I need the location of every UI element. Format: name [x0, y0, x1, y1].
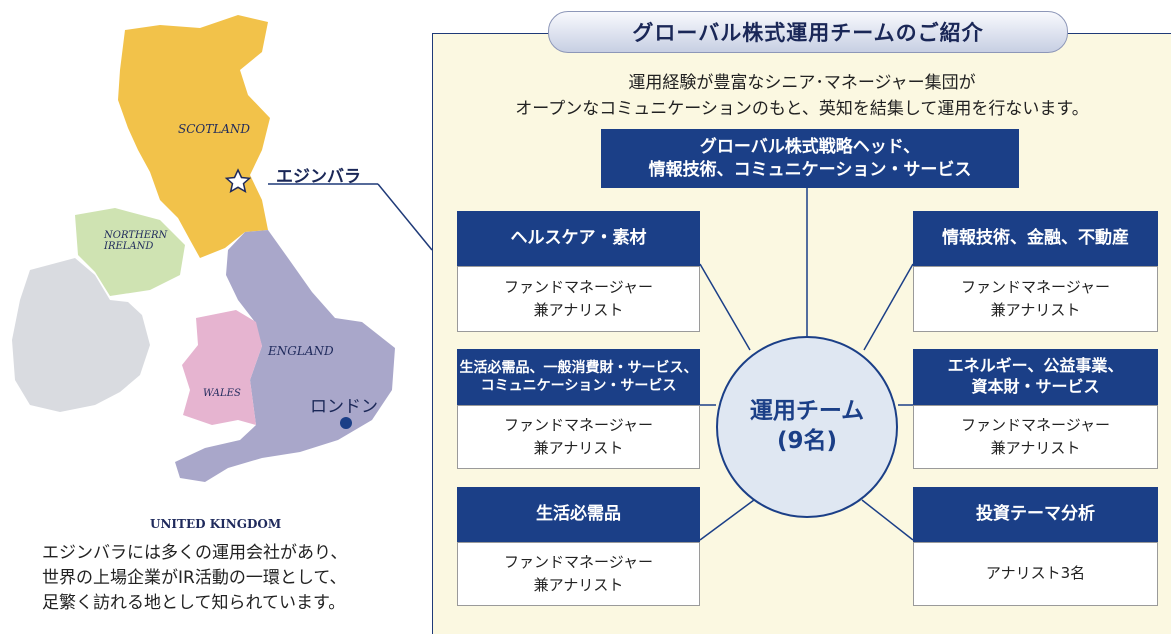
team-mid-right-header: エネルギー、公益事業、 資本財・サービス: [913, 349, 1158, 405]
team-top-right-roles: ファンドマネージャー 兼アナリスト: [913, 266, 1158, 332]
team-mid-left-roles: ファンドマネージャー 兼アナリスト: [457, 405, 700, 469]
intro-line2: オープンなコミュニケーションのもと、英知を結集して運用を行ないます。: [515, 99, 1089, 119]
center-team-count: (9名): [776, 428, 838, 454]
team-mid-right-role1: ファンドマネージャー: [961, 415, 1110, 434]
team-top-left-header: ヘルスケア・素材: [457, 211, 700, 266]
northern-ireland-region: [75, 208, 185, 296]
caption-line2: 世界の上場企業がIR活動の一環として、: [42, 568, 347, 588]
northern-ireland-label-line1: NORTHERN: [104, 230, 168, 241]
intro-line1: 運用経験が豊富なシニア･マネージャー集団が: [628, 73, 976, 93]
caption-line3: 足繁く訪れる地として知られています。: [42, 593, 346, 613]
team-mid-right-roles: ファンドマネージャー 兼アナリスト: [913, 405, 1158, 469]
strategy-head-line1: グローバル株式戦略ヘッド、: [699, 137, 921, 158]
team-bot-left-role2: 兼アナリスト: [533, 576, 624, 594]
scotland-label: SCOTLAND: [178, 122, 250, 136]
team-mid-left-title1: 生活必需品、一般消費財・サービス、: [459, 359, 698, 376]
uk-map: [12, 15, 395, 482]
team-bot-right-roles: アナリスト3名: [913, 542, 1158, 606]
team-mid-right-title2: 資本財・サービス: [971, 377, 1100, 396]
team-mid-left-title2: コミュニケーション・サービス: [480, 378, 677, 394]
edinburgh-star-icon: [224, 168, 252, 194]
wales-label: WALES: [203, 388, 241, 399]
team-mid-left-header: 生活必需品、一般消費財・サービス、 コミュニケーション・サービス: [457, 349, 700, 405]
team-mid-right-title1: エネルギー、公益事業、: [947, 356, 1124, 376]
england-label: ENGLAND: [268, 344, 334, 358]
team-bot-left-role1: ファンドマネージャー: [504, 552, 653, 571]
center-team-circle: 運用チーム (9名): [716, 336, 898, 518]
strategy-head-line2: 情報技術、コミュニケーション・サービス: [648, 159, 972, 180]
team-bot-left-roles: ファンドマネージャー 兼アナリスト: [457, 542, 700, 606]
northern-ireland-label: NORTHERN IRELAND: [104, 230, 167, 252]
ireland-region: [12, 258, 150, 412]
england-region: [175, 230, 395, 482]
wales-region: [182, 310, 262, 425]
team-top-left-role1: ファンドマネージャー: [504, 277, 653, 296]
strategy-head-box: グローバル株式戦略ヘッド、 情報技術、コミュニケーション・サービス: [601, 129, 1019, 188]
team-bot-right-header: 投資テーマ分析: [913, 487, 1158, 542]
panel-title: グローバル株式運用チームのご紹介: [548, 11, 1068, 53]
country-label: UNITED KINGDOM: [150, 517, 282, 531]
team-bot-right-role1: アナリスト3名: [985, 564, 1086, 583]
team-top-right-role2: 兼アナリスト: [990, 301, 1081, 319]
team-top-right-header: 情報技術、金融、不動産: [913, 211, 1158, 266]
scotland-region: [118, 15, 270, 258]
team-mid-right-role2: 兼アナリスト: [990, 439, 1081, 457]
team-top-left-role2: 兼アナリスト: [533, 301, 624, 319]
team-top-left-roles: ファンドマネージャー 兼アナリスト: [457, 266, 700, 332]
caption-line1: エジンバラには多くの運用会社があり、: [42, 543, 348, 563]
team-top-right-role1: ファンドマネージャー: [961, 277, 1110, 296]
team-mid-left-role2: 兼アナリスト: [533, 439, 624, 457]
london-dot-icon: [340, 417, 352, 429]
team-bot-left-header: 生活必需品: [457, 487, 700, 542]
caption: エジンバラには多くの運用会社があり、 世界の上場企業がIR活動の一環として、 足…: [42, 541, 347, 616]
team-mid-left-role1: ファンドマネージャー: [504, 415, 653, 434]
northern-ireland-label-line2: IRELAND: [104, 241, 154, 252]
london-label: ロンドン: [310, 397, 378, 417]
center-team-label: 運用チーム: [749, 398, 865, 425]
edinburgh-label: エジンバラ: [276, 167, 361, 187]
